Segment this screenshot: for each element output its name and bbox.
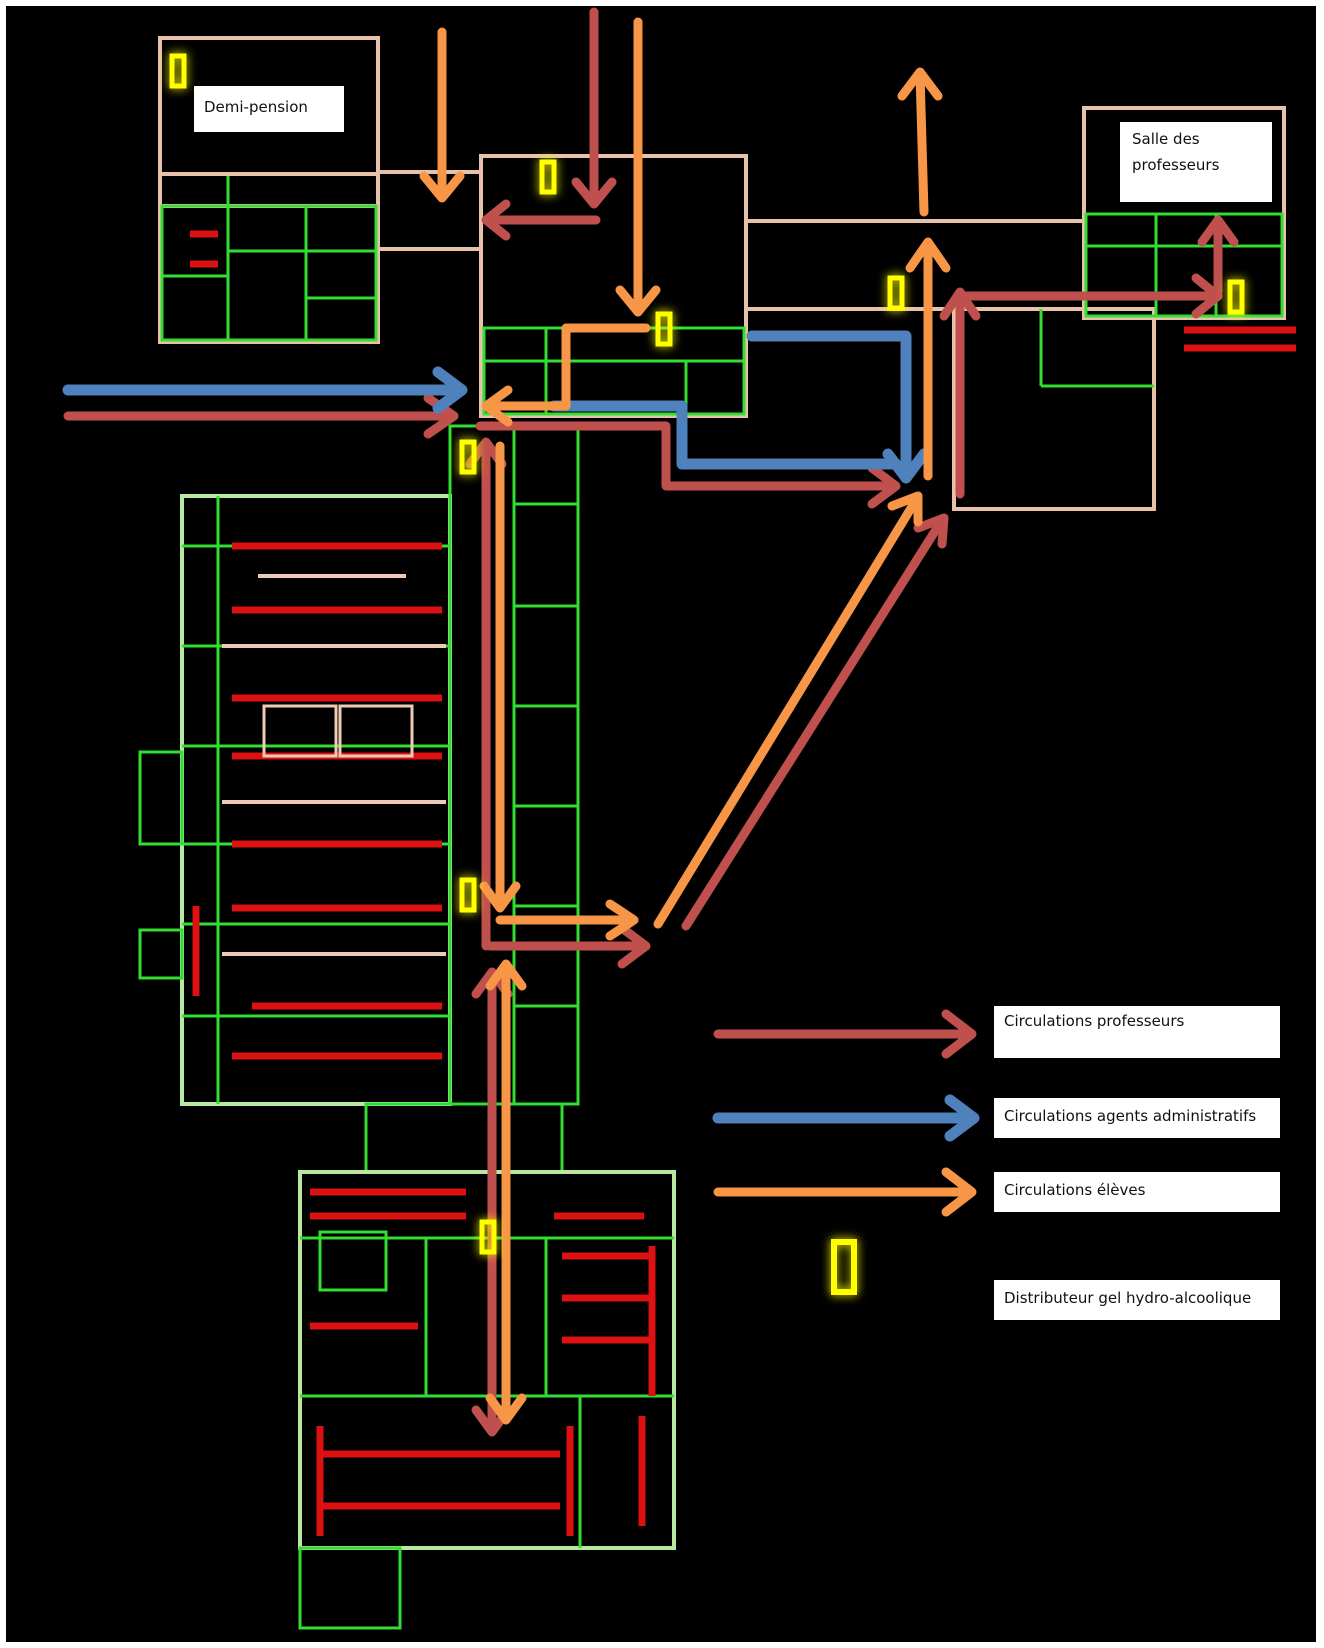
professeurs-arrows <box>63 7 1239 1437</box>
legend-gel-icon <box>831 1239 857 1295</box>
gel-dispenser-marker <box>655 311 673 347</box>
flow-arrows <box>62 7 1239 1437</box>
label-salle-line1: Salle des <box>1132 130 1200 148</box>
floor-plan-frame: Demi-pension Salle des professeurs Circu… <box>6 6 1316 1642</box>
gel-dispenser-marker <box>459 877 477 913</box>
gel-dispensers <box>169 53 1245 1295</box>
agents-arrows <box>62 330 980 1142</box>
gel-dispenser-marker <box>539 159 557 195</box>
label-salle-des-professeurs: Salle des professeurs <box>1120 122 1272 202</box>
label-salle-line2: professeurs <box>1132 156 1220 174</box>
walls-inner <box>138 176 1284 1630</box>
gel-dispenser-marker <box>169 53 187 89</box>
legend-agents: Circulations agents administratifs <box>994 1098 1280 1138</box>
label-demi-pension: Demi-pension <box>194 86 344 132</box>
legend-eleves: Circulations élèves <box>994 1172 1280 1212</box>
gel-dispenser-marker <box>479 1219 497 1255</box>
gel-dispenser-marker <box>459 439 477 475</box>
legend-gel: Distributeur gel hydro-alcoolique <box>994 1280 1280 1320</box>
interior-rails <box>222 574 446 956</box>
gel-dispenser-marker <box>887 275 905 311</box>
walls-outer <box>158 36 1286 511</box>
furniture <box>190 230 1296 1536</box>
floor-plan <box>62 7 1296 1630</box>
eleves-arrows <box>419 17 977 1425</box>
gel-dispenser-marker <box>1227 279 1245 315</box>
legend-professeurs: Circulations professeurs <box>994 1006 1280 1058</box>
